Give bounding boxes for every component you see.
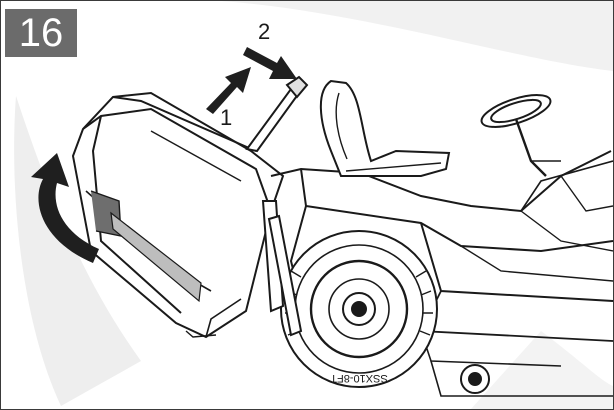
- steering-wheel: [480, 94, 561, 177]
- castor-wheel: [460, 364, 490, 394]
- rear-bracket: [261, 200, 303, 337]
- pull-arrow-icon: [243, 47, 297, 79]
- step-number-badge: 16: [5, 9, 77, 57]
- grass-collector: [71, 91, 285, 339]
- curved-arrow-icon: [31, 153, 99, 263]
- rear-wheel: [280, 230, 438, 388]
- callout-2-label: 2: [258, 19, 271, 44]
- watermark-shape-bottom: [471, 331, 613, 409]
- push-arrow-icon: [206, 67, 251, 114]
- tire-sidewall-text: SSX10-8FT: [330, 372, 388, 384]
- watermark-shape-left: [14, 96, 141, 406]
- watermark-shape-top: [221, 1, 613, 71]
- callout-1-label: 1: [220, 105, 233, 130]
- seat: [319, 79, 451, 177]
- lift-handle: [245, 75, 309, 153]
